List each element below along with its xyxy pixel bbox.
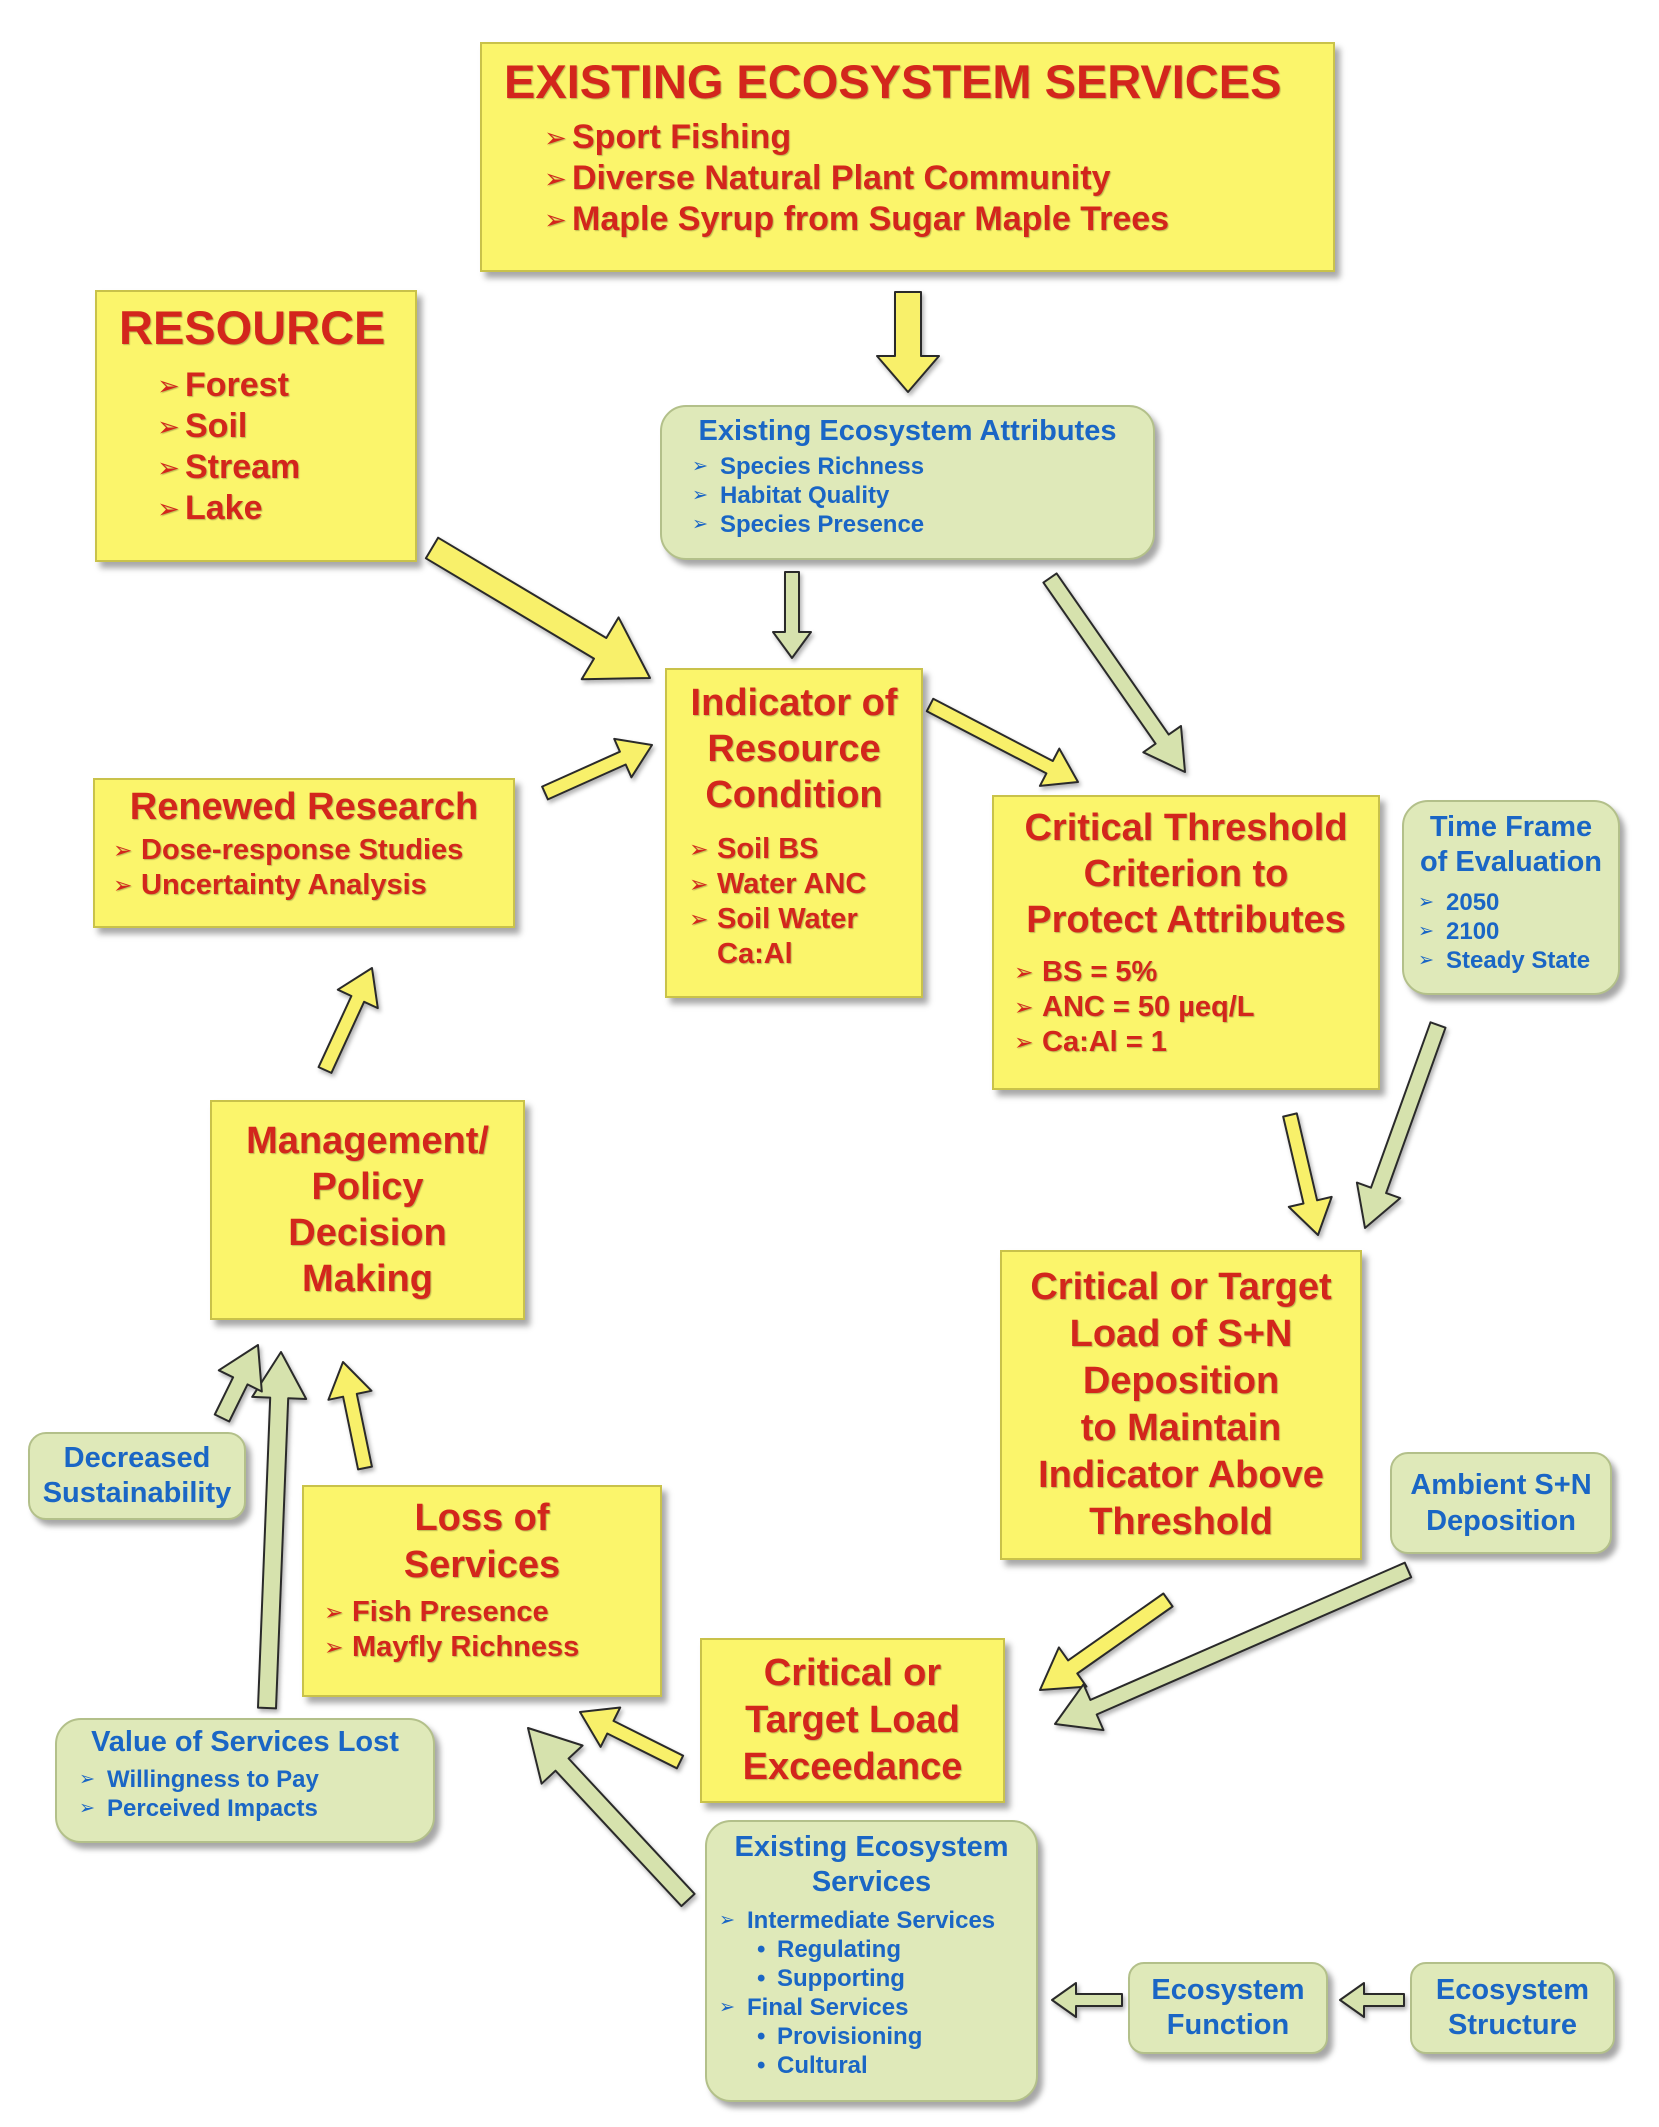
value-lost-box: Value of Services Lost Willingness to Pa… (55, 1718, 435, 1843)
services-2-subitem: Supporting (719, 1964, 1024, 1993)
decreased-sustainability-box: Decreased Sustainability (28, 1432, 246, 1520)
arrow-management-to-research (317, 967, 379, 1074)
value-lost-title: Value of Services Lost (91, 1726, 399, 1758)
exceedance-box: Critical or Target Load Exceedance (700, 1638, 1005, 1803)
arrow-indicator-to-threshold (925, 697, 1079, 787)
renewed-research-title: Renewed Research (129, 786, 479, 828)
time-frame-item: 2050 (1418, 888, 1608, 917)
arrow-resource-to-indicator (424, 536, 651, 681)
threshold-item: BS = 5% (1014, 955, 1364, 990)
existing-ecosystem-services-2-box: Existing Ecosystem Services Intermediate… (705, 1820, 1038, 2102)
renewed-research-box: Renewed Research Dose-response Studies U… (93, 778, 515, 928)
loss-item: Fish Presence (324, 1595, 646, 1630)
services-2-subitem: Provisioning (719, 2022, 1024, 2051)
critical-threshold-box: Critical Threshold Criterion to Protect … (992, 795, 1380, 1090)
resource-item: Lake (157, 488, 393, 529)
indicator-item: Water ANC (689, 867, 907, 902)
resource-item: Forest (157, 365, 393, 406)
ecosystem-function-box: Ecosystem Function (1128, 1962, 1328, 2054)
services-2-subitem: Regulating (719, 1935, 1024, 1964)
threshold-item: Ca:Al = 1 (1014, 1025, 1364, 1060)
arrow-exceedance-to-loss (579, 1706, 685, 1770)
value-item: Perceived Impacts (79, 1794, 419, 1823)
attribute-item: Species Richness (692, 452, 1133, 481)
arrow-sustainability-to-management (213, 1344, 263, 1423)
ambient-deposition-box: Ambient S+N Deposition (1390, 1452, 1612, 1554)
time-frame-item: Steady State (1418, 946, 1608, 975)
services-2-item: Intermediate Services (719, 1906, 1024, 1935)
time-frame-title: Time Frame of Evaluation (1419, 811, 1603, 878)
arrow-ambient-to-exceedance (1054, 1561, 1413, 1732)
attribute-item: Species Presence (692, 510, 1133, 539)
arrow-attributes-to-indicator (772, 571, 812, 659)
resource-box: RESOURCE Forest Soil Stream Lake (95, 290, 417, 562)
resource-item: Stream (157, 447, 393, 488)
time-frame-item: 2100 (1418, 917, 1608, 946)
indicator-item: Soil Water Ca:Al (689, 902, 907, 972)
arrow-attributes-to-threshold (1042, 572, 1186, 773)
arrow-services2-to-loss (527, 1727, 696, 1908)
arrow-timeframe-to-critical-load (1355, 1021, 1447, 1229)
research-item: Uncertainty Analysis (113, 868, 495, 903)
existing-services-2-title: Existing Ecosystem Services (734, 1831, 1009, 1898)
resource-item: Soil (157, 406, 393, 447)
attribute-item: Habitat Quality (692, 481, 1133, 510)
time-frame-box: Time Frame of Evaluation 2050 2100 Stead… (1402, 800, 1620, 995)
existing-ecosystem-attributes-box: Existing Ecosystem Attributes Species Ri… (660, 405, 1155, 560)
loss-of-services-title: Loss of Services (403, 1497, 561, 1586)
arrow-structure-to-function (1339, 1982, 1405, 2018)
service-item: Maple Syrup from Sugar Maple Trees (544, 199, 1311, 240)
services-2-subitem: Cultural (719, 2051, 1024, 2080)
arrow-research-to-indicator (541, 737, 653, 801)
arrow-threshold-to-critical-load (1282, 1112, 1333, 1236)
existing-ecosystem-services-title: EXISTING ECOSYSTEM SERVICES (504, 55, 1282, 108)
critical-threshold-title: Critical Threshold Criterion to Protect … (1024, 807, 1348, 941)
resource-title: RESOURCE (119, 301, 386, 354)
arrow-function-to-services2 (1051, 1982, 1123, 2018)
arrow-value-lost-to-management (251, 1351, 308, 1710)
existing-ecosystem-services-box: EXISTING ECOSYSTEM SERVICES Sport Fishin… (480, 42, 1335, 272)
service-item: Diverse Natural Plant Community (544, 158, 1311, 199)
indicator-title: Indicator of Resource Condition (690, 682, 898, 816)
indicator-item: Soil BS (689, 832, 907, 867)
service-item: Sport Fishing (544, 117, 1311, 158)
loss-item: Mayfly Richness (324, 1630, 646, 1665)
value-item: Willingness to Pay (79, 1765, 419, 1794)
loss-of-services-box: Loss of Services Fish Presence Mayfly Ri… (302, 1485, 662, 1697)
services-2-item: Final Services (719, 1993, 1024, 2022)
ecosystem-structure-box: Ecosystem Structure (1410, 1962, 1615, 2054)
indicator-box: Indicator of Resource Condition Soil BS … (665, 668, 923, 998)
critical-load-box: Critical or Target Load of S+N Depositio… (1000, 1250, 1362, 1560)
management-box: Management/ Policy Decision Making (210, 1100, 525, 1320)
arrow-services-to-attributes (876, 291, 940, 393)
arrow-critical-load-to-exceedance (1039, 1592, 1174, 1691)
threshold-item: ANC = 50 µeq/L (1014, 990, 1364, 1025)
research-item: Dose-response Studies (113, 833, 495, 868)
arrow-loss-to-management (327, 1361, 373, 1471)
existing-attributes-title: Existing Ecosystem Attributes (698, 415, 1117, 447)
